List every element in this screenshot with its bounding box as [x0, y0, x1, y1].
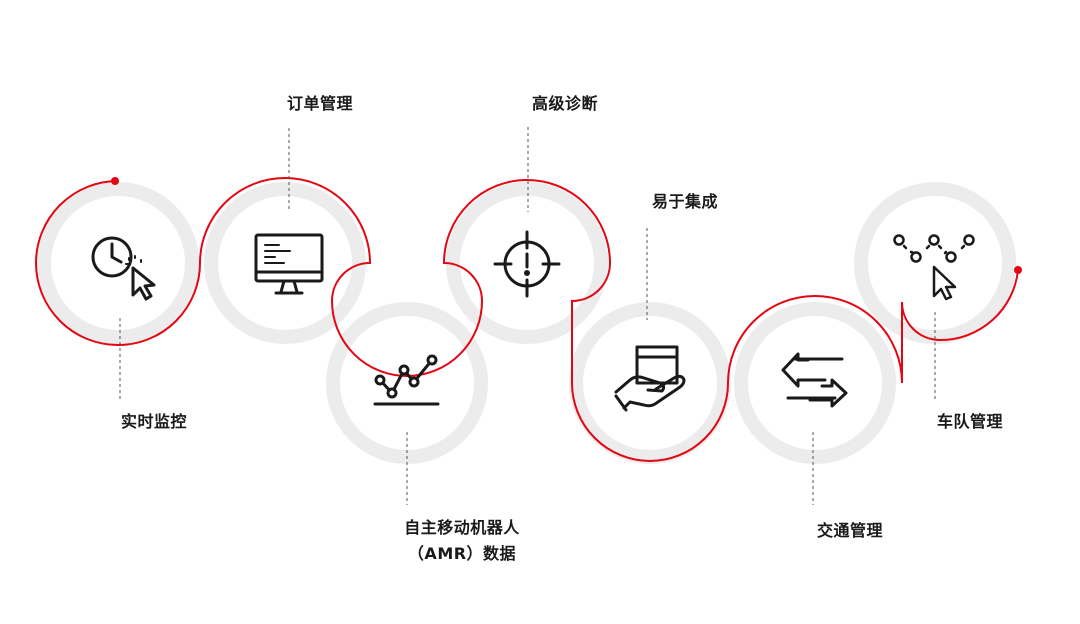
line-chart-icon [373, 354, 440, 406]
fleet-cursor-icon [893, 234, 975, 301]
step-label-3: 自主移动机器人 （AMR）数据 [404, 515, 520, 567]
track-rings [37, 182, 1016, 464]
step-label-3-line2: （AMR）数据 [407, 544, 517, 563]
track-ring-1 [37, 182, 199, 344]
step-label-1: 实时监控 [121, 409, 187, 435]
crosshair-alert-icon [493, 230, 561, 298]
step-label-5: 易于集成 [652, 189, 718, 215]
step-label-5-text: 易于集成 [651, 192, 719, 211]
path-start-dot [111, 177, 119, 185]
hand-box-icon [614, 345, 686, 412]
monitor-code-icon [254, 233, 324, 295]
track-ring-2 [204, 182, 366, 344]
leader-lines [119, 127, 936, 505]
clock-cursor-icon [91, 236, 156, 301]
path-end-dot [1014, 266, 1022, 274]
step-label-2: 订单管理 [287, 91, 353, 117]
step-label-4-text: 高级诊断 [531, 94, 599, 113]
step-label-3-line1: 自主移动机器人 [404, 518, 520, 537]
step-label-4: 高级诊断 [532, 91, 598, 117]
swap-arrows-icon [781, 352, 848, 408]
step-label-6: 交通管理 [817, 518, 883, 544]
step-label-6-text: 交通管理 [816, 521, 884, 540]
flow-path [35, 177, 1019, 462]
step-label-7-text: 车队管理 [936, 412, 1004, 431]
step-label-7: 车队管理 [937, 409, 1003, 435]
track-ring-5 [569, 302, 731, 464]
track-ring-6 [734, 302, 896, 464]
step-label-2-text: 订单管理 [286, 94, 354, 113]
step-label-1-text: 实时监控 [120, 412, 188, 431]
